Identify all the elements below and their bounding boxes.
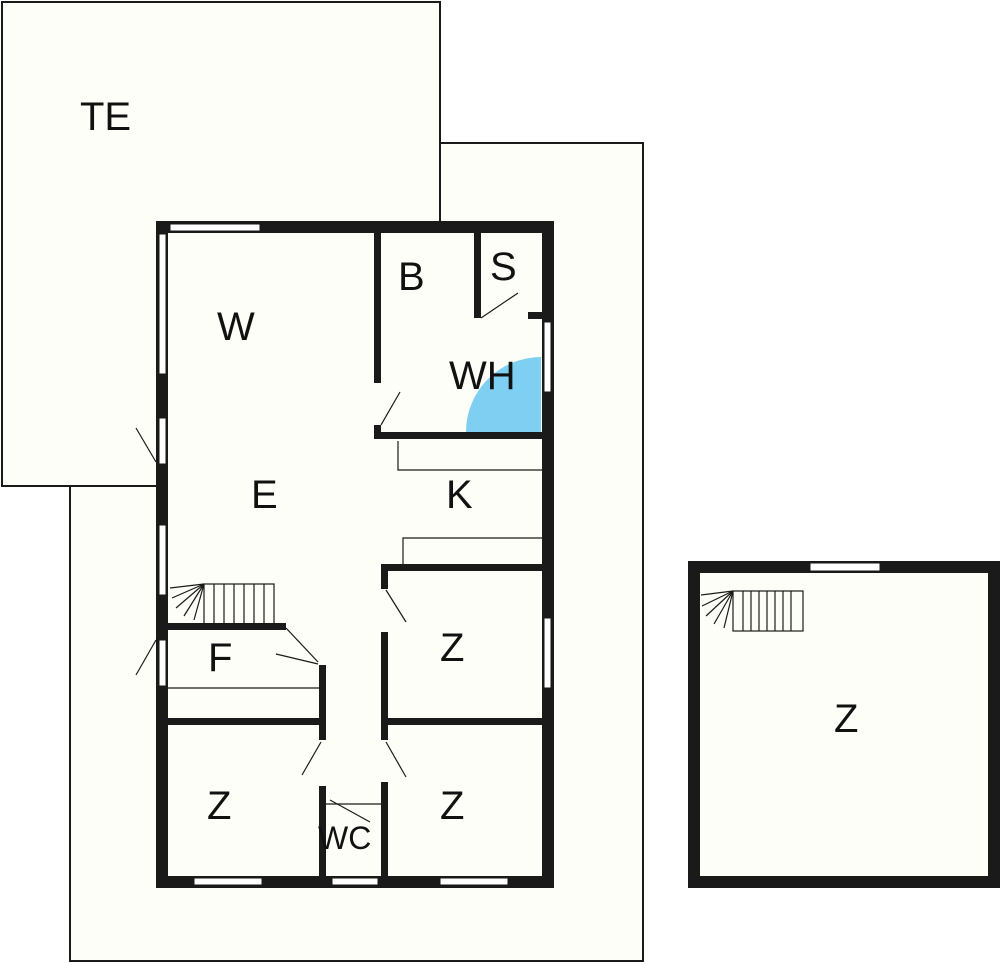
room-label-toilet: WC xyxy=(318,820,371,856)
shower-area xyxy=(466,357,541,432)
room-label-bedroom-3: Z xyxy=(440,784,464,828)
room-label-bedroom-2: Z xyxy=(207,784,231,828)
room-label-living: W xyxy=(217,305,255,349)
fixtures xyxy=(135,292,542,823)
annex-walls xyxy=(688,561,1000,888)
room-label-hall: E xyxy=(251,473,278,517)
windows xyxy=(158,223,552,886)
annex-stairs xyxy=(700,590,804,632)
room-label-annex-bedroom: Z xyxy=(834,697,858,741)
room-label-bedroom-1: Z xyxy=(440,626,464,670)
interior-walls xyxy=(168,233,544,878)
room-label-storage: S xyxy=(490,245,517,289)
room-label-kitchen: K xyxy=(446,473,473,517)
room-label-hallway: F xyxy=(208,636,232,680)
room-label-bath: B xyxy=(398,255,425,299)
house-floor xyxy=(160,225,550,885)
annex-floor xyxy=(694,568,994,882)
annex-window xyxy=(809,562,881,572)
room-label-terrace: TE xyxy=(80,95,131,139)
room-label-utility: WH xyxy=(449,354,516,398)
